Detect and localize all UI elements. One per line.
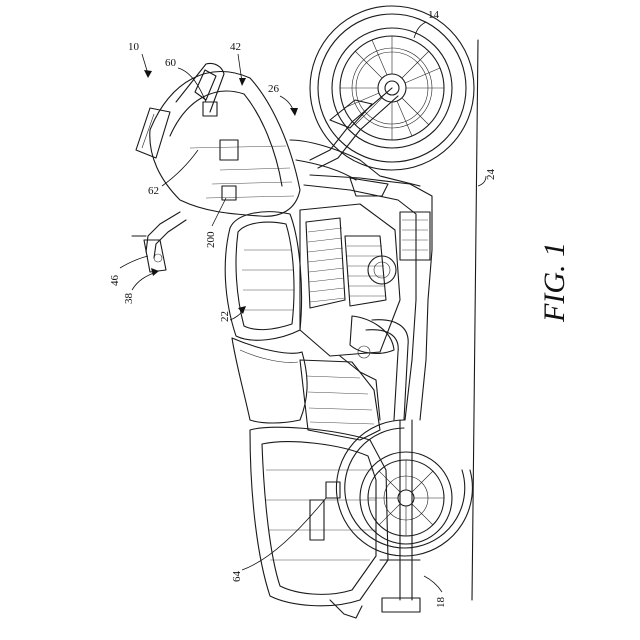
rear-wheel	[310, 6, 474, 170]
seat	[232, 338, 307, 423]
side-cover	[300, 360, 380, 440]
label-22: 22	[219, 311, 231, 322]
label-42: 42	[230, 41, 241, 53]
label-60: 60	[165, 57, 177, 69]
label-18: 18	[435, 597, 447, 609]
handlebar	[132, 212, 186, 272]
label-10: 10	[128, 41, 140, 53]
label-62: 62	[148, 185, 159, 197]
figure-caption: FIG. 1	[538, 242, 571, 323]
label-26: 26	[268, 83, 280, 95]
label-46: 46	[109, 275, 121, 287]
fuel-tank	[225, 212, 301, 341]
label-200: 200	[205, 231, 217, 248]
label-38: 38	[123, 293, 135, 305]
label-14: 14	[428, 9, 440, 21]
label-64: 64	[231, 571, 243, 583]
engine	[300, 204, 408, 420]
sensor-60-marker	[203, 102, 217, 116]
sensor-64-marker	[326, 482, 340, 498]
label-24: 24	[485, 169, 497, 181]
ground-line	[472, 40, 478, 600]
sensor-200-marker	[222, 186, 236, 200]
